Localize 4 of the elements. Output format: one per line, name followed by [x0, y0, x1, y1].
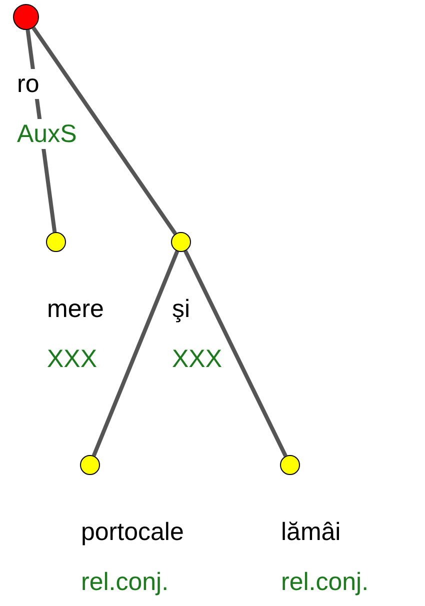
- tree-edge: [184, 250, 288, 457]
- tree-edge: [32, 26, 177, 235]
- tree-edge: [92, 250, 180, 456]
- dependency-label: AuxS: [15, 119, 79, 149]
